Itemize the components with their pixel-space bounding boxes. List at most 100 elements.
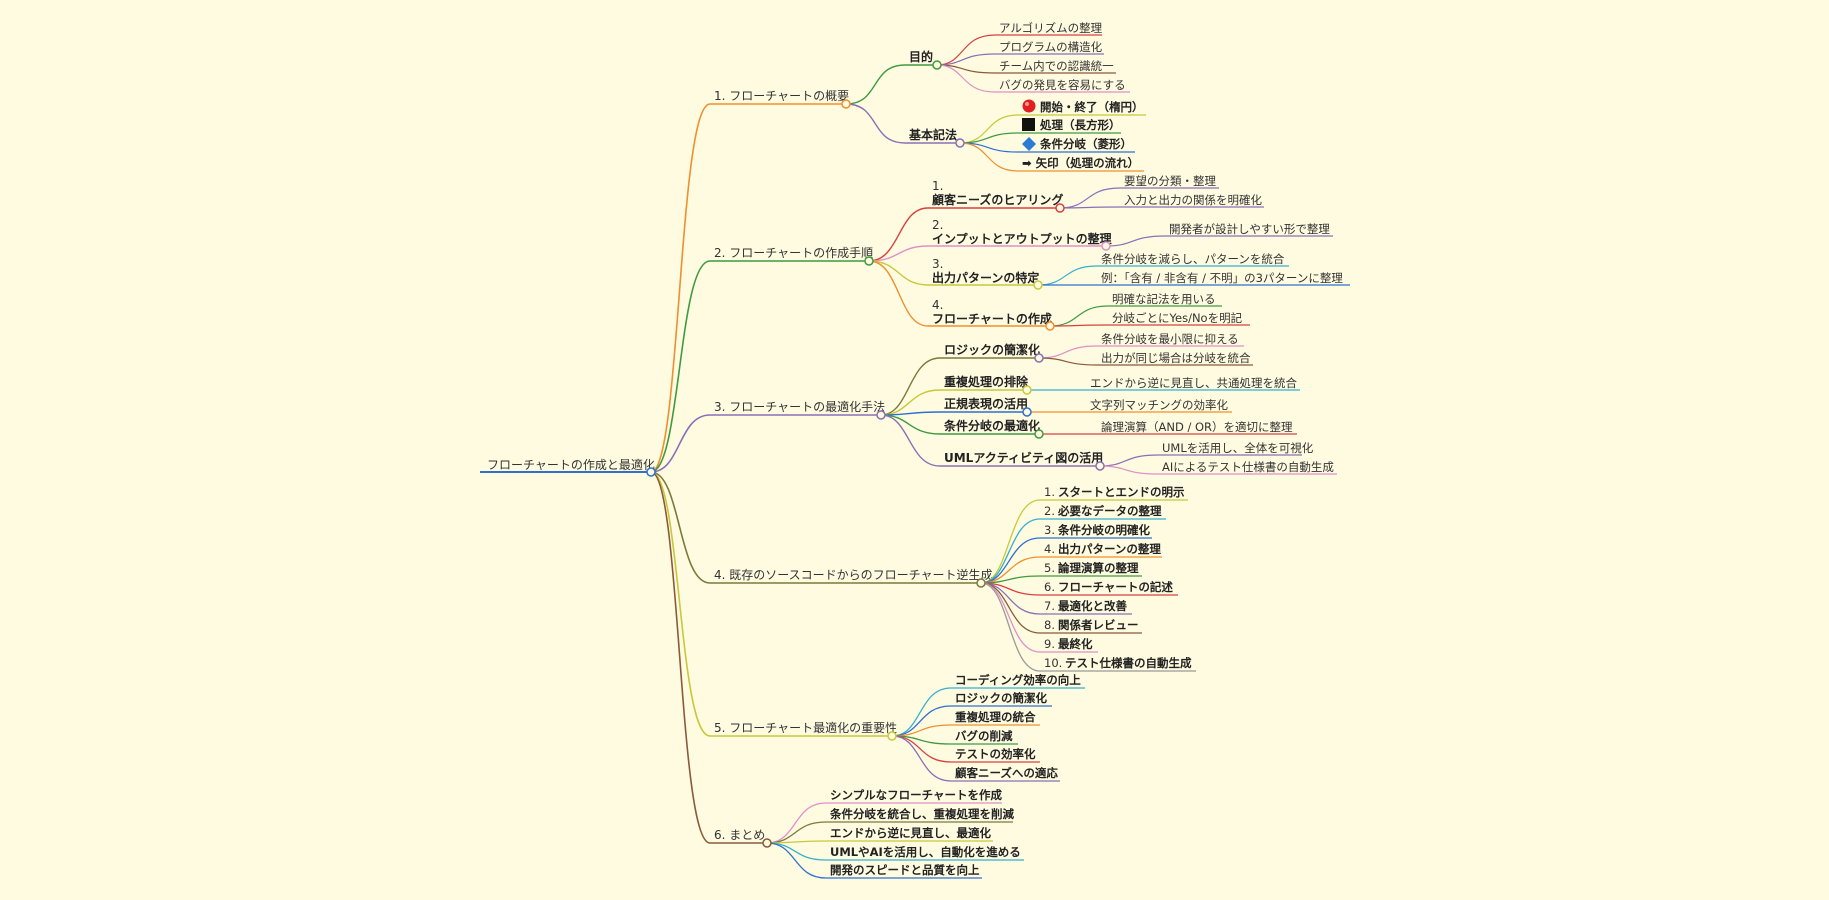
leaf-item[interactable]: 最終化: [1058, 637, 1093, 651]
branch-4-label[interactable]: 4. 既存のソースコードからのフローチャート逆生成: [714, 567, 993, 582]
root-collapse-handle[interactable]: [646, 467, 656, 477]
node-2-2-collapse-handle[interactable]: [1101, 241, 1111, 251]
leaf-item[interactable]: バグの削減: [955, 729, 1013, 743]
branch-2-label[interactable]: 2. フローチャートの作成手順: [714, 246, 873, 260]
leaf-item[interactable]: 開始・終了（楕円）: [1040, 100, 1144, 114]
node-io-organize[interactable]: インプットとアウトプットの整理: [932, 231, 1112, 246]
red-circle-icon-highlight: [1025, 102, 1029, 106]
connector-3-2: [880, 389, 941, 416]
leaf-item[interactable]: UMLやAIを活用し、自動化を進める: [830, 845, 1021, 859]
step-number: 7.: [1044, 599, 1055, 613]
leaf-item[interactable]: ロジックの簡潔化: [955, 691, 1047, 705]
leaf-item[interactable]: 文字列マッチングの効率化: [1090, 398, 1228, 412]
node-regex[interactable]: 正規表現の活用: [944, 396, 1028, 411]
connector-4-10: [980, 582, 1041, 672]
connector-2-4-1: [1049, 305, 1109, 327]
leaf-item[interactable]: チーム内での認識統一: [999, 59, 1114, 73]
leaf-item[interactable]: バグの発見を容易にする: [999, 78, 1126, 92]
node-1-1-collapse-handle[interactable]: [932, 60, 942, 70]
connector-6-1: [766, 802, 827, 844]
node-branch-optimize[interactable]: 条件分岐の最適化: [943, 418, 1040, 433]
leaf-item[interactable]: 条件分岐を最小限に抑える: [1101, 332, 1239, 346]
node-uml-activity[interactable]: UMLアクティビティ図の活用: [944, 450, 1103, 465]
leaf-item[interactable]: 開発のスピードと品質を向上: [830, 863, 980, 877]
branch-5-collapse-handle[interactable]: [887, 731, 897, 741]
leaf-item[interactable]: アルゴリズムの整理: [999, 21, 1103, 35]
node-1-2-collapse-handle[interactable]: [955, 138, 965, 148]
step-number: 3.: [1044, 523, 1055, 537]
node-3-3-collapse-handle[interactable]: [1022, 407, 1032, 417]
leaf-item[interactable]: テスト仕様書の自動生成: [1065, 656, 1192, 670]
black-square-icon: [1022, 118, 1035, 131]
leaf-item[interactable]: 顧客ニーズへの適応: [955, 766, 1058, 780]
leaf-item[interactable]: 明確な記法を用いる: [1112, 292, 1216, 306]
connector-6-5: [766, 842, 827, 879]
leaf-item[interactable]: プログラムの構造化: [999, 40, 1103, 54]
leaf-item[interactable]: エンドから逆に見直し、最適化: [830, 826, 991, 840]
step-number: 2.: [1044, 504, 1055, 518]
leaf-item[interactable]: 要望の分類・整理: [1124, 174, 1216, 188]
red-circle-icon: [1022, 99, 1036, 113]
leaf-item[interactable]: 出力パターンの整理: [1058, 542, 1161, 556]
leaf-item[interactable]: 論理演算（AND / OR）を適切に整理: [1101, 420, 1293, 434]
connector-2-2: [868, 245, 929, 262]
step-number: 8.: [1044, 618, 1055, 632]
node-output-patterns[interactable]: 出力パターンの特定: [932, 270, 1039, 285]
branch-6-collapse-handle[interactable]: [762, 838, 772, 848]
leaf-item[interactable]: 入力と出力の関係を明確化: [1124, 193, 1262, 207]
leaf-item[interactable]: テストの効率化: [955, 747, 1036, 761]
leaf-item[interactable]: 最適化と改善: [1058, 599, 1127, 613]
leaf-item[interactable]: フローチャートの記述: [1058, 580, 1173, 594]
node-customer-hearing[interactable]: 顧客ニーズのヒアリング: [932, 192, 1063, 207]
branch-3-collapse-handle[interactable]: [876, 410, 886, 420]
node-purpose[interactable]: 目的: [909, 49, 933, 64]
leaf-item[interactable]: 処理（長方形）: [1039, 118, 1121, 132]
leaf-item[interactable]: UMLを活用し、全体を可視化: [1162, 441, 1314, 455]
node-2-1-collapse-handle[interactable]: [1055, 203, 1065, 213]
leaf-item[interactable]: スタートとエンドの明示: [1058, 485, 1185, 499]
leaf-item[interactable]: 条件分岐の明確化: [1057, 523, 1150, 537]
node-3-1-collapse-handle[interactable]: [1034, 353, 1044, 363]
node-3-5-collapse-handle[interactable]: [1095, 461, 1105, 471]
leaf-item[interactable]: 例：「含有 / 非含有 / 不明」の3パターンに整理: [1101, 271, 1343, 285]
branch-3-label[interactable]: 3. フローチャートの最適化手法: [714, 399, 885, 414]
branch-1-collapse-handle[interactable]: [841, 99, 851, 109]
connector-5-6: [891, 735, 952, 782]
connector-2-1-1: [1059, 187, 1121, 209]
branch-6-label[interactable]: 6. まとめ: [714, 828, 765, 842]
leaf-item[interactable]: 開発者が設計しやすい形で整理: [1169, 222, 1330, 236]
leaf-item[interactable]: ➡ 矢印（処理の流れ）: [1022, 156, 1139, 170]
node-2-4-collapse-handle[interactable]: [1045, 321, 1055, 331]
node-remove-duplicates[interactable]: 重複処理の排除: [944, 374, 1029, 389]
leaf-item[interactable]: 論理演算の整理: [1058, 561, 1139, 575]
leaf-item[interactable]: 条件分岐を統合し、重複処理を削減: [829, 807, 1014, 821]
connector-6-2: [766, 821, 827, 844]
node-create-flowchart[interactable]: フローチャートの作成: [932, 311, 1052, 326]
branch-2-collapse-handle[interactable]: [864, 256, 874, 266]
step-number: 6.: [1044, 580, 1055, 594]
leaf-item[interactable]: 必要なデータの整理: [1057, 504, 1162, 518]
leaf-item[interactable]: エンドから逆に見直し、共通処理を統合: [1090, 376, 1297, 390]
leaf-item[interactable]: 出力が同じ場合は分岐を統合: [1101, 351, 1251, 365]
node-3-2-collapse-handle[interactable]: [1022, 385, 1032, 395]
node-3-4-collapse-handle[interactable]: [1034, 429, 1044, 439]
step-number: 2.: [932, 218, 943, 232]
leaf-item[interactable]: 条件分岐を減らし、パターンを統合: [1101, 252, 1285, 266]
node-2-3-collapse-handle[interactable]: [1033, 280, 1043, 290]
node-basic-notation[interactable]: 基本記法: [908, 127, 957, 142]
leaf-item[interactable]: シンプルなフローチャートを作成: [830, 788, 1003, 802]
leaf-item[interactable]: 条件分岐（菱形）: [1039, 137, 1132, 151]
connector-1-1-1: [936, 34, 996, 66]
node-logic-simplify[interactable]: ロジックの簡潔化: [944, 342, 1040, 357]
connector-4-8: [980, 582, 1041, 634]
branch-5-label[interactable]: 5. フローチャート最適化の重要性: [714, 720, 897, 735]
leaf-item[interactable]: 関係者レビュー: [1058, 618, 1139, 632]
leaf-item[interactable]: 分岐ごとにYes/Noを明記: [1112, 311, 1243, 325]
leaf-item[interactable]: AIによるテスト仕様書の自動生成: [1162, 460, 1334, 474]
leaf-item[interactable]: コーディング効率の向上: [955, 673, 1081, 687]
root-node[interactable]: フローチャートの作成と最適化: [487, 457, 655, 472]
branch-4-collapse-handle[interactable]: [976, 578, 986, 588]
leaf-item[interactable]: 重複処理の統合: [955, 710, 1036, 724]
branch-1-label[interactable]: 1. フローチャートの概要: [714, 89, 849, 103]
